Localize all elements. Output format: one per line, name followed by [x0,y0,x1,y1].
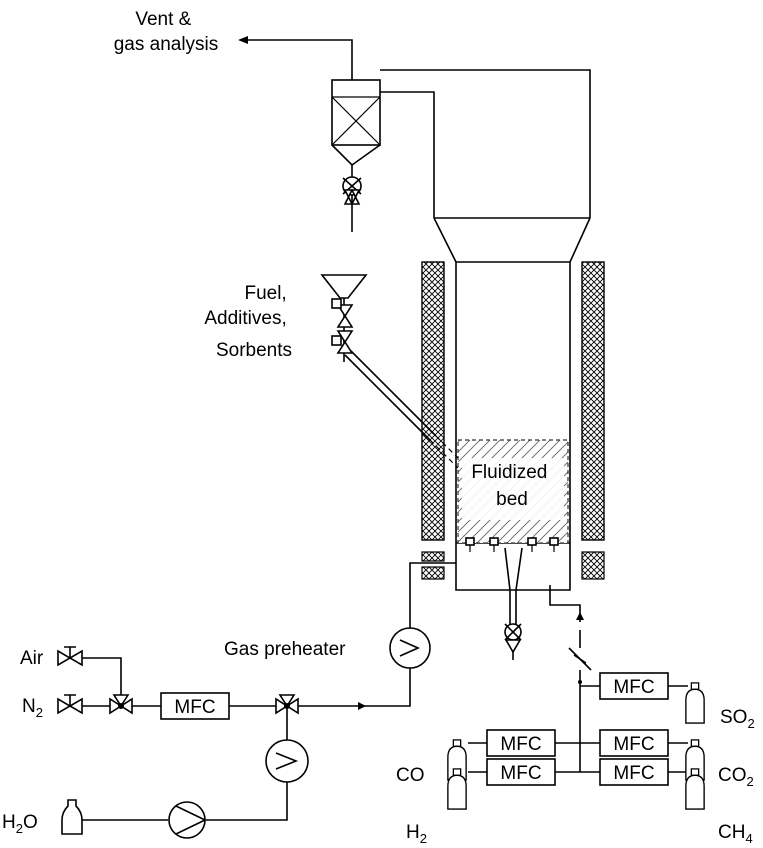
steam-line [82,706,288,821]
heater-left-small-2 [421,566,445,580]
fuel-label: Fuel, Additives, Sorbents [204,283,292,361]
n2-label: N2 [22,696,43,720]
secondary-gas-inlet [549,585,592,772]
water-tank [61,799,83,835]
mfc-co: MFC [486,729,556,757]
svg-text:MFC: MFC [613,734,654,755]
svg-text:MFC: MFC [613,677,654,698]
h2o-label: H2O [2,812,38,836]
so2-cylinder-icon [685,682,705,724]
evaporator [265,739,309,783]
air-label: Air [20,648,44,669]
air-valve-icon [57,646,83,667]
mfc-so2: MFC [599,672,669,700]
svg-text:MFC: MFC [174,697,215,718]
fuel-feed-pipe [344,350,459,469]
bed-label: Fluidized bed [471,462,552,510]
bed-discharge [504,547,523,640]
svg-text:MFC: MFC [500,734,541,755]
so2-label: SO2 [720,707,755,731]
heater-right-small [581,551,605,580]
mixing-valve-icon [109,694,133,715]
water-pump [168,801,207,839]
vent-line [238,36,353,80]
air-line [82,657,122,696]
mfc-h2: MFC [486,758,556,786]
ch4-label: CH4 [718,822,753,846]
filter-unit [331,79,381,232]
distributor-plate [465,537,559,552]
mfc-ch4: MFC [599,758,669,786]
fuel-valve-2-icon [331,330,354,354]
vent-label: Vent & gas analysis [114,9,219,55]
svg-text:MFC: MFC [613,763,654,784]
heater-left-small-1 [421,551,445,562]
heater-left [421,261,445,541]
fuel-valve-1-icon [331,298,354,328]
mfc-co2: MFC [599,729,669,757]
filter-valve-icon [342,176,362,206]
svg-text:MFC: MFC [500,763,541,784]
co-label: CO [396,765,425,786]
h2-label: H2 [406,822,427,846]
n2-valve-icon [57,694,83,715]
gas-preheater [389,627,431,669]
gas-preheater-label: Gas preheater [224,639,346,660]
heater-right [581,261,605,541]
discharge-valve-icon [504,623,522,660]
bed-label-backdrop [462,458,564,520]
mfc-main: MFC [160,692,230,720]
preheated-gas-line [409,562,456,628]
outlet-duct [380,69,591,219]
co2-label: CO2 [718,765,754,789]
manifold-branches [468,685,688,773]
